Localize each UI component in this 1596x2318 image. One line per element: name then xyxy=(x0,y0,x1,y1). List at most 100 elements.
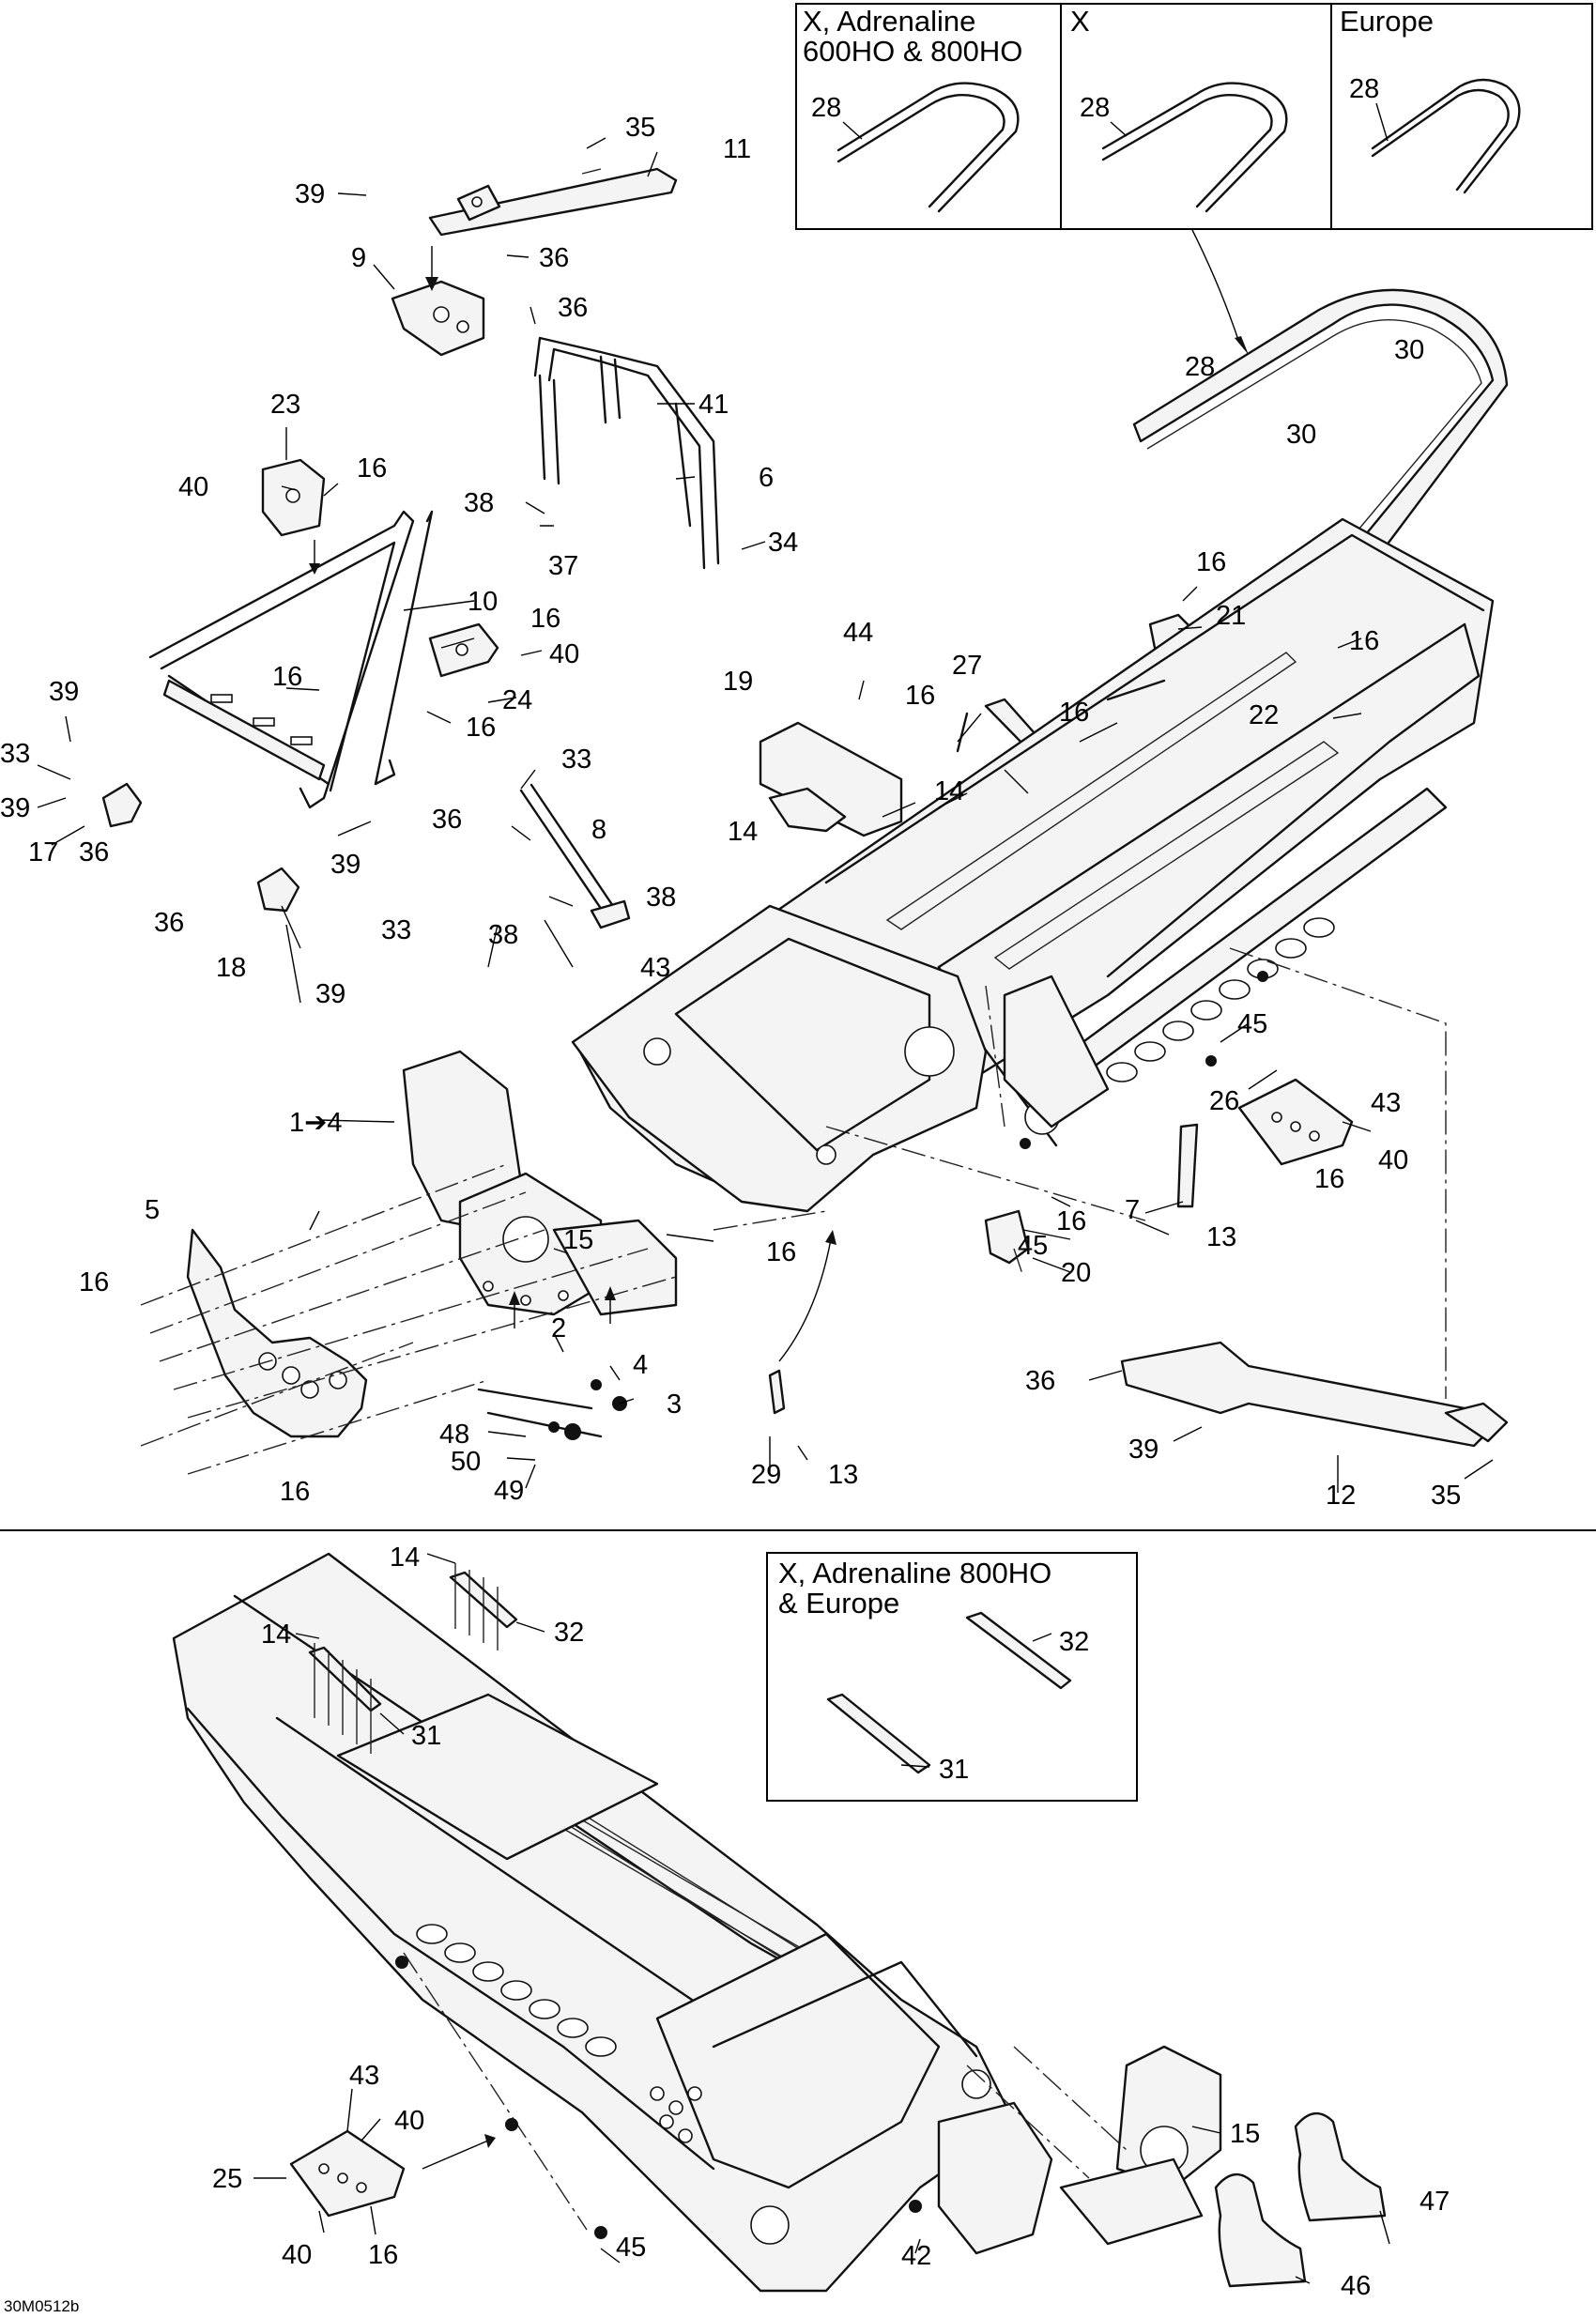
callout-56: 2 xyxy=(551,1313,566,1343)
callout-23: 17 xyxy=(28,837,58,867)
callout-63: 7 xyxy=(1125,1195,1140,1225)
callout-69: 16 xyxy=(1056,1206,1086,1236)
callout-19: 16 xyxy=(466,713,496,743)
variant-col3-part-number: 28 xyxy=(1349,74,1379,104)
part-18-bracket xyxy=(256,867,300,913)
callout-71: 29 xyxy=(751,1460,781,1490)
callout-13: 40 xyxy=(178,472,208,502)
callout-67: 40 xyxy=(1378,1145,1408,1175)
part-29-clip xyxy=(768,1369,786,1415)
part-15-bulkhead-lower xyxy=(937,2045,1222,2255)
variant-box-bottom: X, Adrenaline 800HO & Europe 32 31 xyxy=(766,1552,1138,1802)
figure-code: 30M0512b xyxy=(4,2297,79,2315)
callout-45: 16 xyxy=(905,681,935,711)
part-6-steering-support xyxy=(533,336,720,570)
part-20-bracket xyxy=(984,1209,1030,1265)
part-24-bracket xyxy=(428,622,499,678)
callout-59: 48 xyxy=(439,1420,469,1450)
callout-76: 35 xyxy=(1431,1481,1461,1511)
variant-box-top: X, Adrenaline 600HO & 800HO X Europe 28 … xyxy=(795,3,1593,230)
callout-14: 10 xyxy=(468,587,498,617)
callout-7: 6 xyxy=(759,463,774,493)
strip-fasteners-lower xyxy=(314,1563,499,1754)
callout-12: 16 xyxy=(357,453,387,484)
callout-4: 9 xyxy=(351,243,366,273)
callout-30: 33 xyxy=(561,745,591,775)
callout-54: 15 xyxy=(563,1225,593,1255)
callout-40: 21 xyxy=(1216,601,1246,631)
callout-22: 39 xyxy=(0,793,30,823)
callout-31: 36 xyxy=(432,805,462,835)
variant-col1-part-number: 28 xyxy=(811,93,841,123)
leader-lines-upper xyxy=(37,137,1494,1493)
callout-58: 3 xyxy=(667,1389,682,1420)
callout-75: 12 xyxy=(1326,1481,1356,1511)
variant-col1-title-line2: 600HO & 800HO xyxy=(803,35,1022,68)
callout-26: 36 xyxy=(154,908,184,938)
callout-68: 16 xyxy=(1314,1164,1344,1194)
callout-33: 38 xyxy=(646,883,676,913)
callout-77: 45 xyxy=(1018,1231,1048,1261)
callout-34: 38 xyxy=(488,920,518,950)
callout-55: 16 xyxy=(766,1237,796,1267)
part-1-4-front-bulkhead xyxy=(402,1050,678,1316)
callout-48: 14 xyxy=(934,776,964,806)
part-31-strip xyxy=(308,1646,382,1712)
part-8-rod xyxy=(519,783,631,929)
callout-10: 34 xyxy=(768,528,798,558)
callout-9: 37 xyxy=(548,551,578,581)
arrowhead-variant xyxy=(1235,336,1249,355)
callout-42: 22 xyxy=(1249,700,1279,730)
callout-6: 41 xyxy=(698,390,729,420)
part-23-bracket xyxy=(261,458,326,537)
variant-bottom-title-line1: X, Adrenaline 800HO xyxy=(778,1557,1051,1589)
callout-43: 44 xyxy=(843,618,873,648)
callout-35: 43 xyxy=(640,953,670,983)
callout-52: 16 xyxy=(79,1267,109,1297)
callout-49: 14 xyxy=(728,817,758,847)
callout-80: 14 xyxy=(261,1620,291,1650)
callout-66: 43 xyxy=(1371,1088,1401,1118)
arrow-29 xyxy=(778,1238,832,1362)
callout-41: 16 xyxy=(1349,626,1379,656)
part-9-bracket xyxy=(391,280,485,357)
callout-37: 30 xyxy=(1394,335,1424,365)
callout-70: 20 xyxy=(1061,1258,1091,1288)
part-12-lower-support xyxy=(1120,1341,1509,1448)
part-25-footrest xyxy=(289,2129,406,2218)
grab-handle-variant-1 xyxy=(836,82,1020,213)
chassis-tunnel-upper xyxy=(571,517,1495,1213)
part-26-footrest xyxy=(1237,1078,1354,1166)
part-17-bracket xyxy=(101,782,143,828)
leader-variant-arrow xyxy=(1191,229,1240,344)
callout-27: 33 xyxy=(381,915,411,945)
callout-88: 42 xyxy=(901,2241,931,2271)
callout-51: 5 xyxy=(145,1195,160,1225)
callout-84: 25 xyxy=(212,2164,242,2194)
callout-28: 18 xyxy=(216,953,246,983)
fasteners-group-2 xyxy=(477,1379,627,1440)
callout-89: 15 xyxy=(1230,2119,1260,2149)
variant-col3-title: Europe xyxy=(1340,5,1434,38)
callout-1: 11 xyxy=(723,134,751,164)
callout-16: 40 xyxy=(549,639,579,669)
part-19-crossmember xyxy=(759,721,903,837)
callout-44: 27 xyxy=(952,651,982,681)
callout-91: 46 xyxy=(1341,2271,1371,2301)
callout-8: 38 xyxy=(464,488,494,518)
callout-83: 40 xyxy=(394,2106,424,2136)
variant-bottom-title-line2: & Europe xyxy=(778,1587,899,1620)
callout-90: 47 xyxy=(1420,2187,1450,2217)
part-46-foam xyxy=(1214,2173,1307,2288)
callout-38: 30 xyxy=(1286,420,1316,450)
chassis-tunnel-lower xyxy=(172,1552,1016,2293)
part-10-front-frame xyxy=(148,510,434,809)
callout-82: 43 xyxy=(349,2061,379,2091)
callout-78: 14 xyxy=(390,1543,420,1573)
part-32-strip-variant xyxy=(965,1611,1072,1690)
part-7-plate xyxy=(1176,1123,1199,1208)
callout-65: 26 xyxy=(1209,1086,1239,1116)
callout-53: 16 xyxy=(280,1477,310,1507)
callout-24: 36 xyxy=(79,837,109,867)
